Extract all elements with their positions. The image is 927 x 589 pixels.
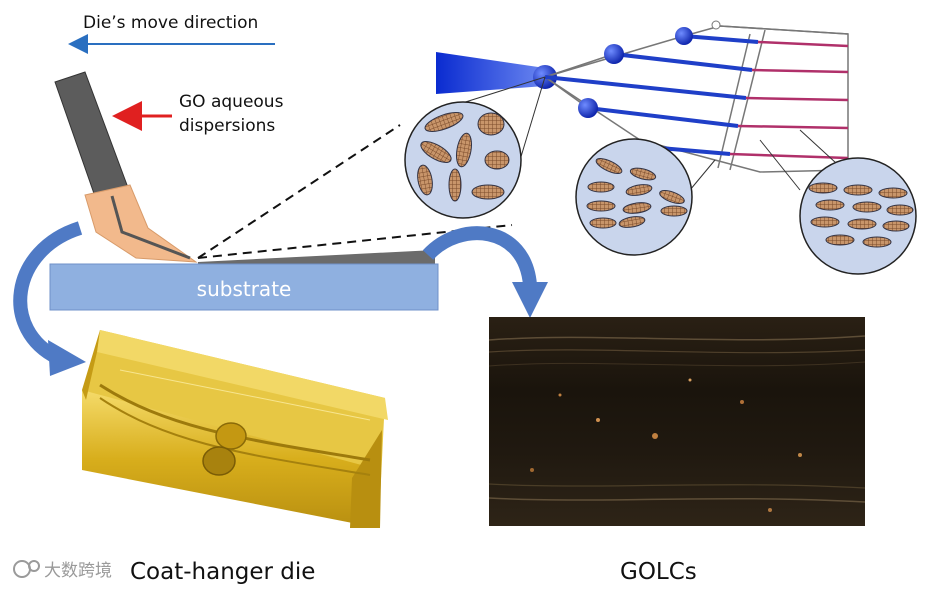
- die-caption: Coat-hanger die: [130, 559, 315, 585]
- alignment-schematic: [436, 20, 861, 191]
- film-caption: GOLCs: [620, 559, 697, 585]
- dispersion-label-line2: dispersions: [179, 116, 275, 136]
- direction-label: Die’s move direction: [83, 13, 258, 33]
- coated-film: [198, 250, 435, 264]
- disc-aligned: [799, 157, 917, 275]
- watermark-text: 大数跨境: [44, 561, 112, 581]
- curved-arrow-right: [422, 226, 548, 318]
- coating-die: [54, 71, 198, 263]
- watermark: 大数跨境: [13, 560, 112, 581]
- coat-hanger-die-photo: [82, 330, 388, 528]
- dispersion-label-line1: GO aqueous: [179, 92, 284, 112]
- substrate-label: substrate: [197, 277, 292, 301]
- curved-arrow-left: [13, 221, 86, 376]
- zoom-line-upper: [197, 124, 401, 259]
- disc-partial-alignment: [575, 138, 693, 256]
- substrate-block: [49, 263, 439, 311]
- golcs-film-photo: [488, 317, 866, 526]
- disc-random-orientation: [404, 101, 522, 219]
